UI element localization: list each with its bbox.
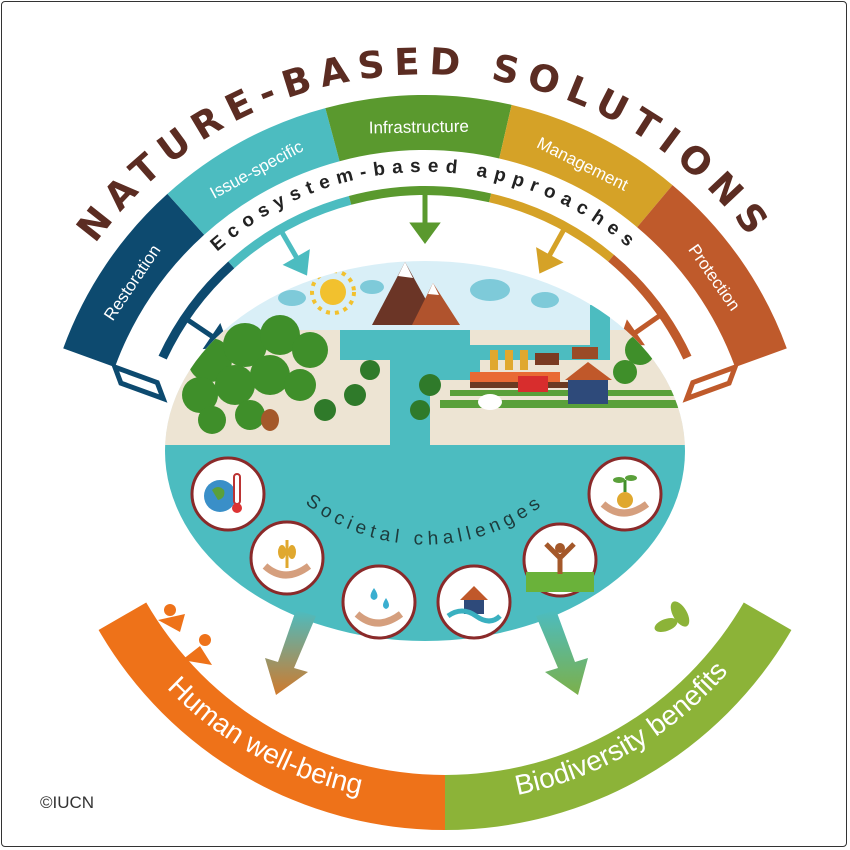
arrow-head-icon <box>282 249 310 276</box>
band-end-bracket <box>110 362 168 403</box>
arrow-head-icon <box>536 247 564 274</box>
copyright: ©IUCN <box>40 793 95 812</box>
arrow-to-human-wellbeing <box>265 610 316 695</box>
inner-arc-segment <box>348 186 492 205</box>
water-security-icon <box>341 564 417 640</box>
inner-arc-segment <box>489 193 614 262</box>
approach-segment <box>325 94 512 162</box>
sun-icon <box>310 269 356 315</box>
inner-arc-segment <box>228 196 352 269</box>
orangutan <box>261 409 279 431</box>
approach-infrastructure: Infrastructure <box>325 94 512 162</box>
economic-development-icon <box>587 456 663 532</box>
arrow-head-icon <box>409 222 441 244</box>
tractor <box>518 376 548 392</box>
band-end-bracket <box>682 362 740 403</box>
farmland <box>440 335 685 410</box>
sheep <box>478 394 502 410</box>
approach-label: Infrastructure <box>369 117 469 138</box>
food-security-icon <box>249 520 325 596</box>
mountains <box>372 262 460 325</box>
approach-segment <box>499 104 673 228</box>
cloud-icon <box>278 279 559 308</box>
biodiversity-segment <box>445 602 792 830</box>
approach-segment <box>167 108 340 235</box>
approaches-band: RestorationIssue-specificInfrastructureM… <box>63 94 787 403</box>
inner-arc-segment <box>158 261 235 360</box>
mangroves <box>314 360 441 421</box>
climate-change-icon <box>190 456 266 532</box>
cow <box>535 353 559 365</box>
arrow-to-biodiversity <box>536 610 588 695</box>
human-health-icon <box>522 522 598 598</box>
leaf-icon <box>654 601 690 632</box>
forest <box>182 315 328 434</box>
people-icon <box>158 604 212 665</box>
disaster-risk-icon <box>436 564 512 640</box>
challenge-icons <box>190 456 663 640</box>
approach-segment <box>63 193 205 368</box>
landscape-scene <box>165 261 685 641</box>
farmhouse <box>568 380 608 404</box>
inner-arc-segment <box>608 254 692 360</box>
approach-segment <box>637 185 787 368</box>
horse <box>572 347 598 359</box>
